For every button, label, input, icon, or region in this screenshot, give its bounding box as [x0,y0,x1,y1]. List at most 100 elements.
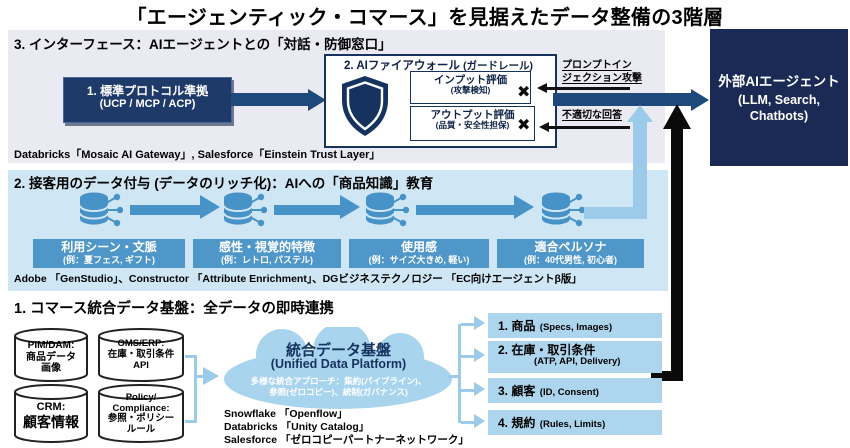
output-detail: (Rules, Limits) [539,419,606,430]
stage-example: (例：レトロ, パステル) [221,254,313,265]
stage-title: 使用感 [400,240,437,254]
block-x-icon: ✖ [517,84,531,101]
bracket-arrow-head [474,348,485,362]
output-eval-box: アウトプット評価 (品質・安全性担保) [410,106,535,141]
cylinder-line: PIM/DAM: [27,340,75,351]
arrow-protocol-to-firewall [231,93,308,106]
source-cylinder-policy: Policy/ Compliance: 参照・ポリシー ルール [97,383,185,444]
platform-desc1: 多様な統合アプローチ：集約(パイプライン)、 [250,376,427,386]
output-detail: (ID, Consent) [539,387,599,398]
cylinder-line: CRM: [36,401,66,413]
stage-title: 適合ペルソナ [534,240,607,254]
arrow-bad-answer-head [539,122,549,132]
external-agent-line1: 外部AIエージェント [718,74,840,90]
output-box-products: 1. 商品 (Specs, Images) [488,313,662,338]
enrich-arrow [416,205,514,215]
up-arrow-black-head [663,104,691,129]
up-arrow-lightblue-foot [584,207,647,219]
bracket-stub [461,355,475,358]
output-eval-line1: アウトプット評価 [430,109,515,121]
up-arrow-lightblue-head [627,105,653,122]
cylinder-line: 参照・ポリシー [107,413,175,425]
arrow-prompt-injection [546,87,630,90]
output-box-customers: 3. 顧客 (ID, Consent) [488,378,662,403]
stage-title: 利用シーン・文脈 [61,240,157,254]
ai-firewall-title: 2. AIファイアウォール (ガードレール) [326,57,551,73]
layer3-label: 3. インターフェース：AIエージェントとの「対話・防御窓口」 [14,37,392,52]
platform-desc2: 参照(ゼロコピー)、統制(ガバナンス) [269,387,408,397]
input-eval-line1: インプット評価 [433,74,508,86]
source-cylinder-oms-erp: OMS/ERP: 在庫・取引条件 API [97,327,185,383]
external-agent-line3: Chatbots) [749,109,809,123]
stage-box-persona: 適合ペルソナ (例：40代男性, 初心者) [497,239,644,268]
arrow-firewall-to-agent [553,93,693,106]
cylinder-line: 画像 [41,363,61,374]
protocol-line1: 1. 標準プロトコル準拠 [86,84,209,98]
layer2-label: 2. 接客用のデータ付与 (データのリッチ化)：AIへの「商品知識」教育 [14,176,434,191]
unified-data-platform-cloud: 統合データ基盤 (Unified Data Platform) 多様な統合アプロ… [222,322,455,411]
output-eval-line2: (品質・安全性担保) [435,120,510,131]
enrich-arrow [274,205,340,215]
database-icon [221,191,268,234]
source-cylinder-crm: CRM: 顧客情報 [13,383,89,444]
output-title: 1. 商品 [498,319,536,333]
layer1-vendors: Snowflake 「Openflow」 Databricks 「Unity C… [224,408,469,447]
output-detail: (Specs, Images) [539,322,613,333]
platform-subtitle: (Unified Data Platform) [270,357,407,371]
cylinder-line: OMS/ERP: [117,338,165,349]
platform-title: 統合データ基盤 [285,342,391,359]
output-title: 2. 在庫・取引条件 [498,343,596,357]
enrich-arrow-head [514,195,534,219]
vendor-line: Salesforce 「ゼロコピーパートナーネットワーク」 [224,434,469,447]
prompt-injection-label: プロンプトイン ジェクション攻撃 [562,60,642,85]
bracket-vertical [458,324,461,423]
connector-arrow-shaft [194,375,204,378]
stage-example: (例：40代男性, 初心者) [523,254,617,265]
arrow-protocol-to-firewall-head [308,89,326,111]
up-arrow-black-foot [651,371,683,381]
ai-firewall-title-suffix: (ガードレール) [463,60,534,72]
enrich-arrow-head [340,195,360,219]
stage-box-context: 利用シーン・文脈 (例：夏フェス, ギフト) [33,239,185,268]
layer1-label: 1. コマース統合データ基盤：全データの即時連携 [14,301,334,317]
cylinder-line: Policy/ [125,392,157,403]
output-title: 3. 顧客 [498,384,536,398]
prompt-injection-line2: ジェクション攻撃 [562,72,642,84]
bracket-stub [461,323,475,326]
vendor-line: Snowflake 「Openflow」 [224,408,348,420]
bracket-arrow-head [474,316,485,330]
cylinder-line: Compliance: [112,402,170,414]
input-eval-box: インプット評価 (攻撃検知) [410,71,531,104]
layer2-panel [8,170,668,291]
up-arrow-black-shaft [671,129,683,381]
bracket-stub-cloud [448,375,458,378]
shield-icon [338,74,392,138]
ai-firewall-title-main: 2. AIファイアウォール [343,60,464,72]
database-icon [363,191,410,234]
layer3-vendors: Databricks「Mosaic AI Gateway」, Salesforc… [14,149,381,161]
cylinder-line: 顧客情報 [23,413,79,430]
prompt-injection-line1: プロンプトイン [562,60,632,71]
stage-box-usability: 使用感 (例：サイズ大きめ, 軽い) [349,239,489,268]
database-icon [77,191,124,234]
connector-arrow-head [203,367,219,385]
database-icon [539,191,586,234]
connector-stub [185,420,197,423]
bracket-stub [461,389,475,392]
input-eval-line2: (攻撃検知) [450,85,491,96]
bracket-stub [461,421,475,424]
stage-title: 感性・視覚的特徴 [218,240,315,254]
external-agent-line2: (LLM, Search, [738,93,820,108]
cylinder-line: 在庫・取引条件 [107,348,175,360]
arrow-bad-answer [548,126,630,129]
page-title: 「エージェンティック・コマース」を見据えたデータ整備の3階層 [126,7,724,29]
connector-stub [185,355,197,358]
stage-example: (例：夏フェス, ギフト) [63,254,155,265]
cylinder-line: API [133,359,149,371]
enrich-arrow [130,205,200,215]
bracket-arrow-head [474,414,485,428]
output-box-rules: 4. 規約 (Rules, Limits) [488,410,662,435]
arrow-prompt-injection-head [537,83,547,93]
output-detail: (ATP, API, Delivery) [534,356,621,368]
